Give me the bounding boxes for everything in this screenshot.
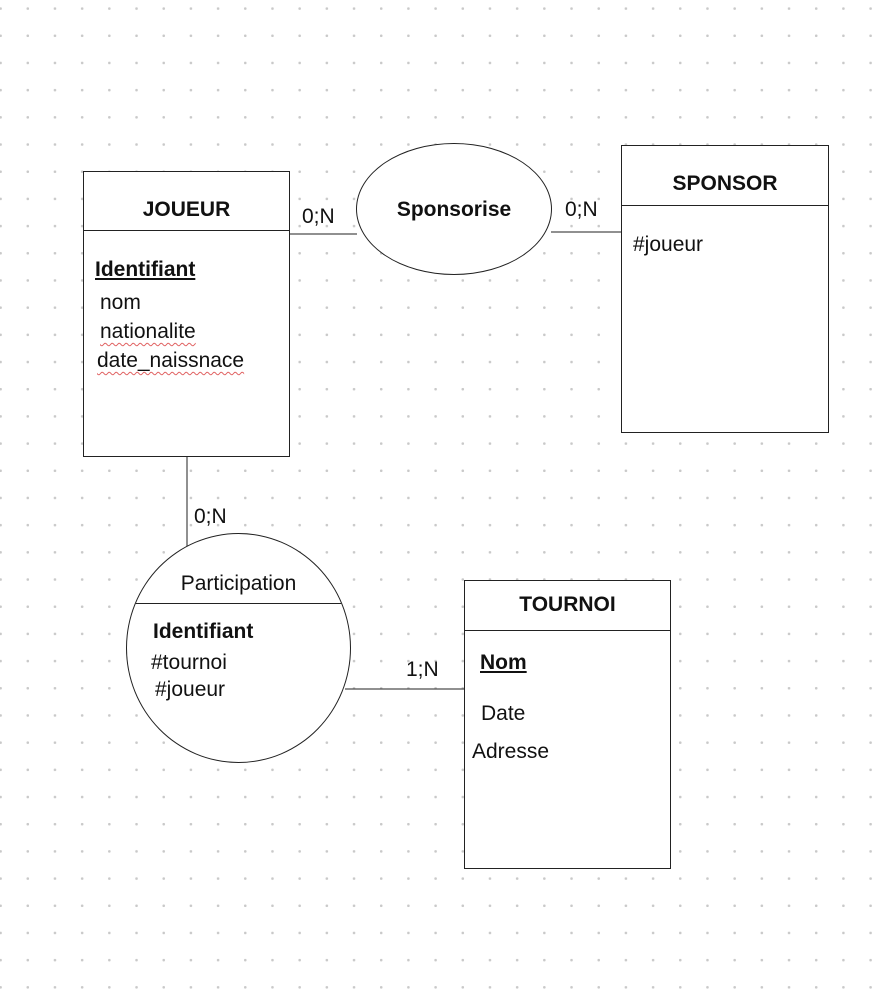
association-participation-title: Participation: [180, 572, 297, 595]
association-participation-attr-tournoi: #tournoi: [151, 651, 227, 674]
association-participation-divider: [127, 603, 350, 604]
entity-tournoi-attr-adresse: Adresse: [472, 740, 550, 763]
cardinality-joueur-sponsorise: 0;N: [302, 205, 335, 228]
entity-joueur-attr-nationalite: nationalite: [100, 320, 196, 344]
entity-sponsor[interactable]: SPONSOR #joueur: [621, 145, 829, 433]
entity-joueur-identifier: Identifiant: [95, 258, 196, 281]
entity-tournoi-title: TOURNOI: [519, 593, 616, 616]
association-participation-attr-joueur: #joueur: [155, 678, 226, 701]
entity-joueur-attr-nationalite-text: nationalite: [100, 320, 196, 343]
entity-joueur-attr-nom: nom: [100, 291, 141, 314]
entity-joueur-attr-date-naissance: date_naissnace: [97, 349, 244, 373]
association-sponsorise[interactable]: Sponsorise: [356, 143, 552, 275]
association-participation[interactable]: Participation Identifiant #tournoi #joue…: [126, 533, 351, 763]
cardinality-sponsor-sponsorise: 0;N: [565, 198, 598, 221]
entity-joueur[interactable]: JOUEUR Identifiant nom nationalite date_…: [83, 171, 290, 457]
entity-tournoi-attr-date: Date: [481, 702, 526, 725]
entity-sponsor-title: SPONSOR: [672, 172, 778, 195]
association-sponsorise-title: Sponsorise: [396, 198, 512, 221]
entity-tournoi-identifier: Nom: [480, 651, 527, 674]
entity-sponsor-divider: [622, 205, 828, 206]
entity-joueur-divider: [84, 230, 289, 231]
cardinality-tournoi-participation: 1;N: [406, 658, 439, 681]
entity-joueur-attr-date-naissance-text: date_naissnace: [97, 349, 245, 372]
entity-sponsor-attr-joueur: #joueur: [633, 233, 704, 256]
entity-joueur-title: JOUEUR: [142, 198, 231, 221]
cardinality-joueur-participation: 0;N: [194, 505, 227, 528]
association-participation-identifier: Identifiant: [153, 620, 254, 643]
entity-tournoi[interactable]: TOURNOI Nom Date Adresse: [464, 580, 671, 869]
entity-tournoi-divider: [465, 630, 670, 631]
